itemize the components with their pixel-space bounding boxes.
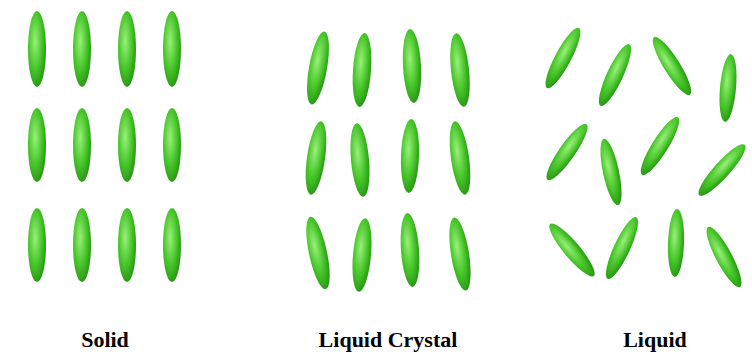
liquid-molecules xyxy=(540,24,751,291)
solid-molecules xyxy=(28,11,181,282)
phase-label: Liquid Crystal xyxy=(319,328,458,352)
phase-label: Liquid xyxy=(623,328,687,352)
liquid-crystal-molecules xyxy=(302,29,475,293)
phase-label: Solid xyxy=(81,328,129,352)
